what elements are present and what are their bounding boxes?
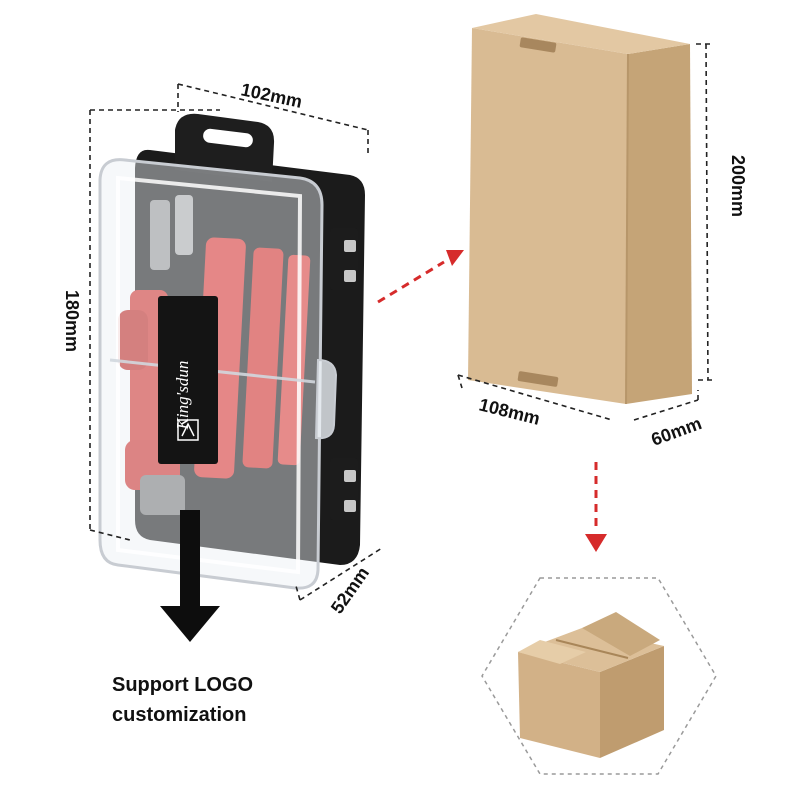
- case-width-label: 102mm: [239, 79, 304, 111]
- arrow-to-retail-box-icon: [377, 250, 464, 304]
- arrow-to-shipping-carton-icon: [585, 462, 607, 552]
- box-side-face: [626, 44, 692, 404]
- hanger-hole: [203, 128, 253, 148]
- box-width-label: 108mm: [477, 394, 542, 428]
- latch-top: [330, 228, 358, 290]
- down-arrow-icon: [160, 510, 220, 642]
- retail-box: [468, 14, 692, 405]
- retail-box-dimensions: [457, 43, 716, 421]
- shipping-carton: [518, 612, 664, 758]
- box-top-face: [472, 14, 690, 54]
- box-height-label: 200mm: [728, 155, 748, 217]
- case-logo-text: King'sdun: [173, 361, 192, 431]
- lid-side-tab: [314, 358, 338, 440]
- latch-bottom: [330, 458, 358, 520]
- box-front-face: [468, 28, 628, 404]
- logo-customization-caption: Support LOGO customization: [112, 670, 372, 730]
- logo-plate: King'sdun: [158, 296, 218, 464]
- tool-case: King'sdun: [98, 113, 365, 642]
- case-depth-label: 52mm: [327, 563, 373, 617]
- case-height-label: 180mm: [62, 290, 82, 352]
- box-depth-label: 60mm: [649, 413, 705, 450]
- hanger-tab: [175, 113, 275, 182]
- caption-line-2: customization: [112, 704, 247, 726]
- caption-line-1: Support LOGO: [112, 674, 254, 696]
- case-dimensions: [89, 83, 383, 601]
- shipping-carton-hexagon: [481, 577, 717, 775]
